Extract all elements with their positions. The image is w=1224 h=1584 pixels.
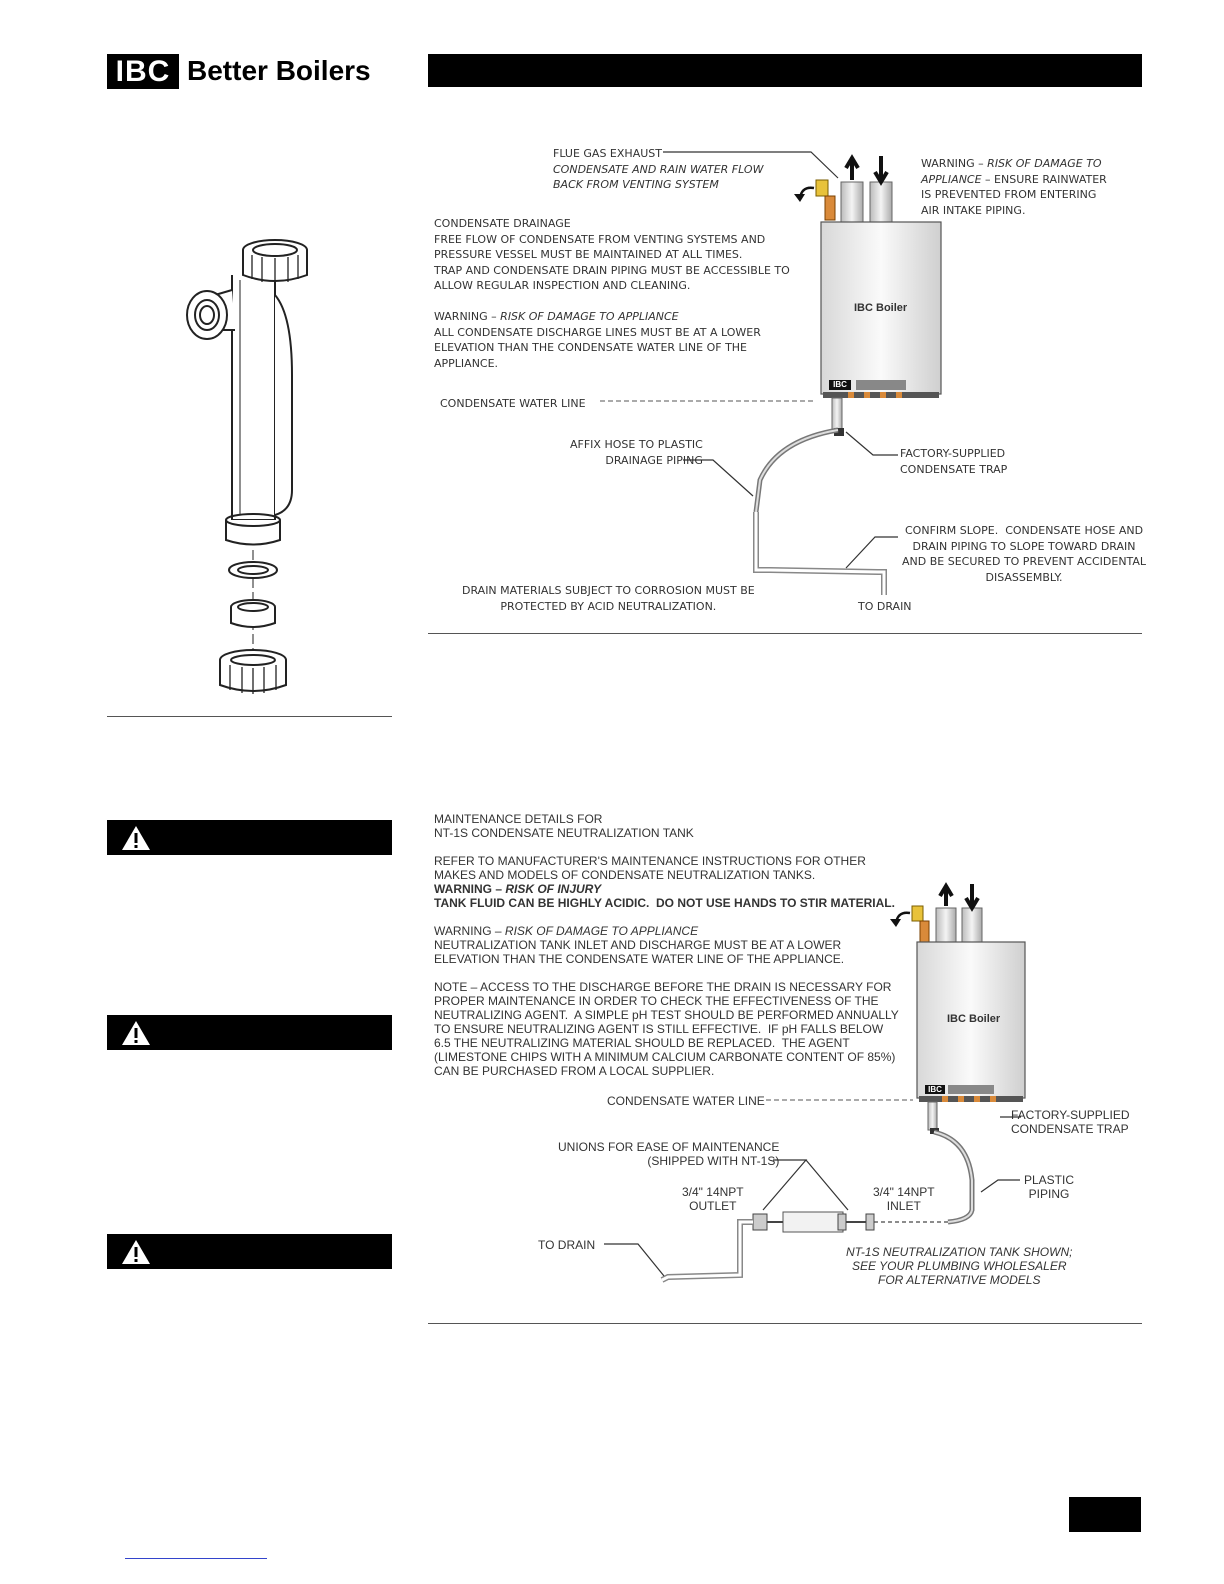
warning-bar-3: [107, 1234, 392, 1269]
logo-text: Better Boilers: [187, 55, 371, 86]
neutralization-warning: WARNING – RISK OF DAMAGE TO APPLIANCE NE…: [434, 924, 845, 966]
rainwater-warning: WARNING – RISK OF DAMAGE TO APPLIANCE – …: [921, 157, 1107, 217]
warning-triangle-icon: [122, 1240, 150, 1264]
unions-label: UNIONS FOR EASE OF MAINTENANCE (SHIPPED …: [558, 1140, 780, 1168]
nt1s-note: NT-1S NEUTRALIZATION TANK SHOWN; SEE YOU…: [846, 1245, 1073, 1287]
trap-label: FACTORY-SUPPLIED CONDENSATE TRAP: [900, 447, 1008, 476]
boiler-badge-2: IBC: [928, 1085, 942, 1094]
left-rule-1: [107, 716, 392, 717]
corrosion-label: DRAIN MATERIALS SUBJECT TO CORROSION MUS…: [462, 584, 755, 613]
boiler-badge: IBC: [833, 380, 847, 389]
plastic-piping-label: PLASTIC PIPING: [1024, 1173, 1075, 1201]
appliance-warning: WARNING – RISK OF DAMAGE TO APPLIANCE AL…: [434, 310, 761, 370]
boiler-label: IBC Boiler: [854, 302, 908, 314]
header-bar: [428, 54, 1142, 87]
ibc-logo-mark: IBC: [107, 54, 179, 89]
to-drain-label-2: TO DRAIN: [538, 1238, 596, 1252]
up-arrow-icon: [844, 154, 860, 180]
up-arrow-icon: [938, 882, 954, 906]
diagram2-graphics: [604, 882, 1026, 1283]
inlet-label: 3/4" 14NPT INLET: [873, 1185, 935, 1213]
right-rule-1: [428, 633, 1142, 634]
maintenance-note: NOTE – ACCESS TO THE DISCHARGE BEFORE TH…: [434, 980, 899, 1078]
to-drain-label: TO DRAIN: [858, 600, 912, 613]
outlet-label: 3/4" 14NPT OUTLET: [682, 1185, 744, 1213]
warning-triangle-icon: [122, 826, 150, 850]
down-arrow-icon: [873, 156, 889, 186]
warning-bar-2: [107, 1015, 392, 1050]
flue-gas-label: FLUE GAS EXHAUST CONDENSATE AND RAIN WAT…: [553, 147, 764, 191]
right-rule-2: [428, 1323, 1142, 1324]
water-line-label-2: CONDENSATE WATER LINE: [607, 1094, 765, 1108]
maintenance-title: MAINTENANCE DETAILS FOR NT-1S CONDENSATE…: [434, 812, 694, 840]
warning-bar-1: [107, 820, 392, 855]
diagram1-graphics: [600, 151, 942, 595]
warning-triangle-icon: [122, 1021, 150, 1045]
page-number-badge: [1069, 1497, 1141, 1532]
footer-link-underline[interactable]: [125, 1558, 267, 1559]
condensate-drainage-text: CONDENSATE DRAINAGE FREE FLOW OF CONDENS…: [434, 217, 790, 292]
water-line-label: CONDENSATE WATER LINE: [440, 397, 586, 410]
condensate-trap-illustration: [186, 239, 308, 694]
maintenance-warning-block: REFER TO MANUFACTURER'S MAINTENANCE INST…: [434, 854, 895, 910]
down-arrow-icon: [964, 884, 980, 912]
slope-label: CONFIRM SLOPE. CONDENSATE HOSE AND DRAIN…: [902, 524, 1147, 584]
trap-label-2: FACTORY-SUPPLIED CONDENSATE TRAP: [1011, 1108, 1130, 1136]
boiler-label-2: IBC Boiler: [947, 1013, 1001, 1025]
